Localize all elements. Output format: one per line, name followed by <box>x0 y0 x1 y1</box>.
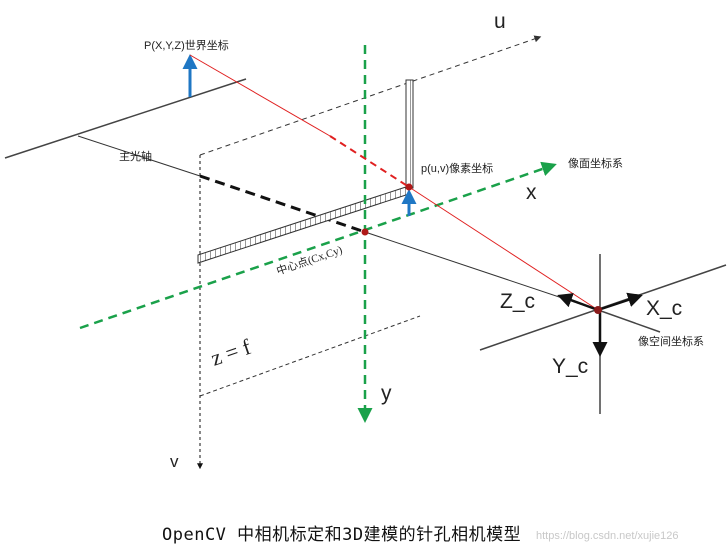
projection-ray-solid-2 <box>408 186 599 311</box>
image-plane-system-label: 像面坐标系 <box>568 156 623 170</box>
caption: OpenCV 中相机标定和3D建模的针孔相机模型 <box>162 525 521 545</box>
u-axis <box>199 35 542 156</box>
projection-ray-dashed <box>329 135 410 188</box>
watermark: https://blog.csdn.net/xujie126 <box>536 530 678 542</box>
x-pixel-ruler <box>197 185 410 264</box>
focal-plane-label: z = f <box>207 334 254 371</box>
pixel-point-dot <box>405 183 413 191</box>
zc-axis-label: Z_c <box>500 290 535 313</box>
y-axis-label: y <box>381 382 392 405</box>
camera-system-label: 像空间坐标系 <box>638 334 704 348</box>
xc-axis-label: X_c <box>646 297 682 320</box>
v-axis-label: v <box>170 452 179 471</box>
world-plane-line <box>4 78 247 159</box>
world-point-label: P(X,Y,Z)世界坐标 <box>144 38 229 52</box>
image-x-axis <box>79 161 557 330</box>
camera-zc-arrow <box>557 293 599 312</box>
optical-axis-label: 主光轴 <box>119 149 152 163</box>
camera-xc-arrow <box>597 292 643 312</box>
projection-ray-solid-1 <box>189 54 331 137</box>
u-axis-label: u <box>494 10 506 33</box>
optical-axis-dashed <box>199 174 366 234</box>
principal-point-dot <box>361 228 369 236</box>
pixel-point-label: p(u,v)像素坐标 <box>421 161 493 175</box>
y-pixel-ruler <box>405 79 414 189</box>
yc-axis-label: Y_c <box>552 355 588 378</box>
optical-axis-front <box>77 135 201 177</box>
x-axis-label: x <box>526 181 537 204</box>
camera-center-dot <box>594 306 602 314</box>
